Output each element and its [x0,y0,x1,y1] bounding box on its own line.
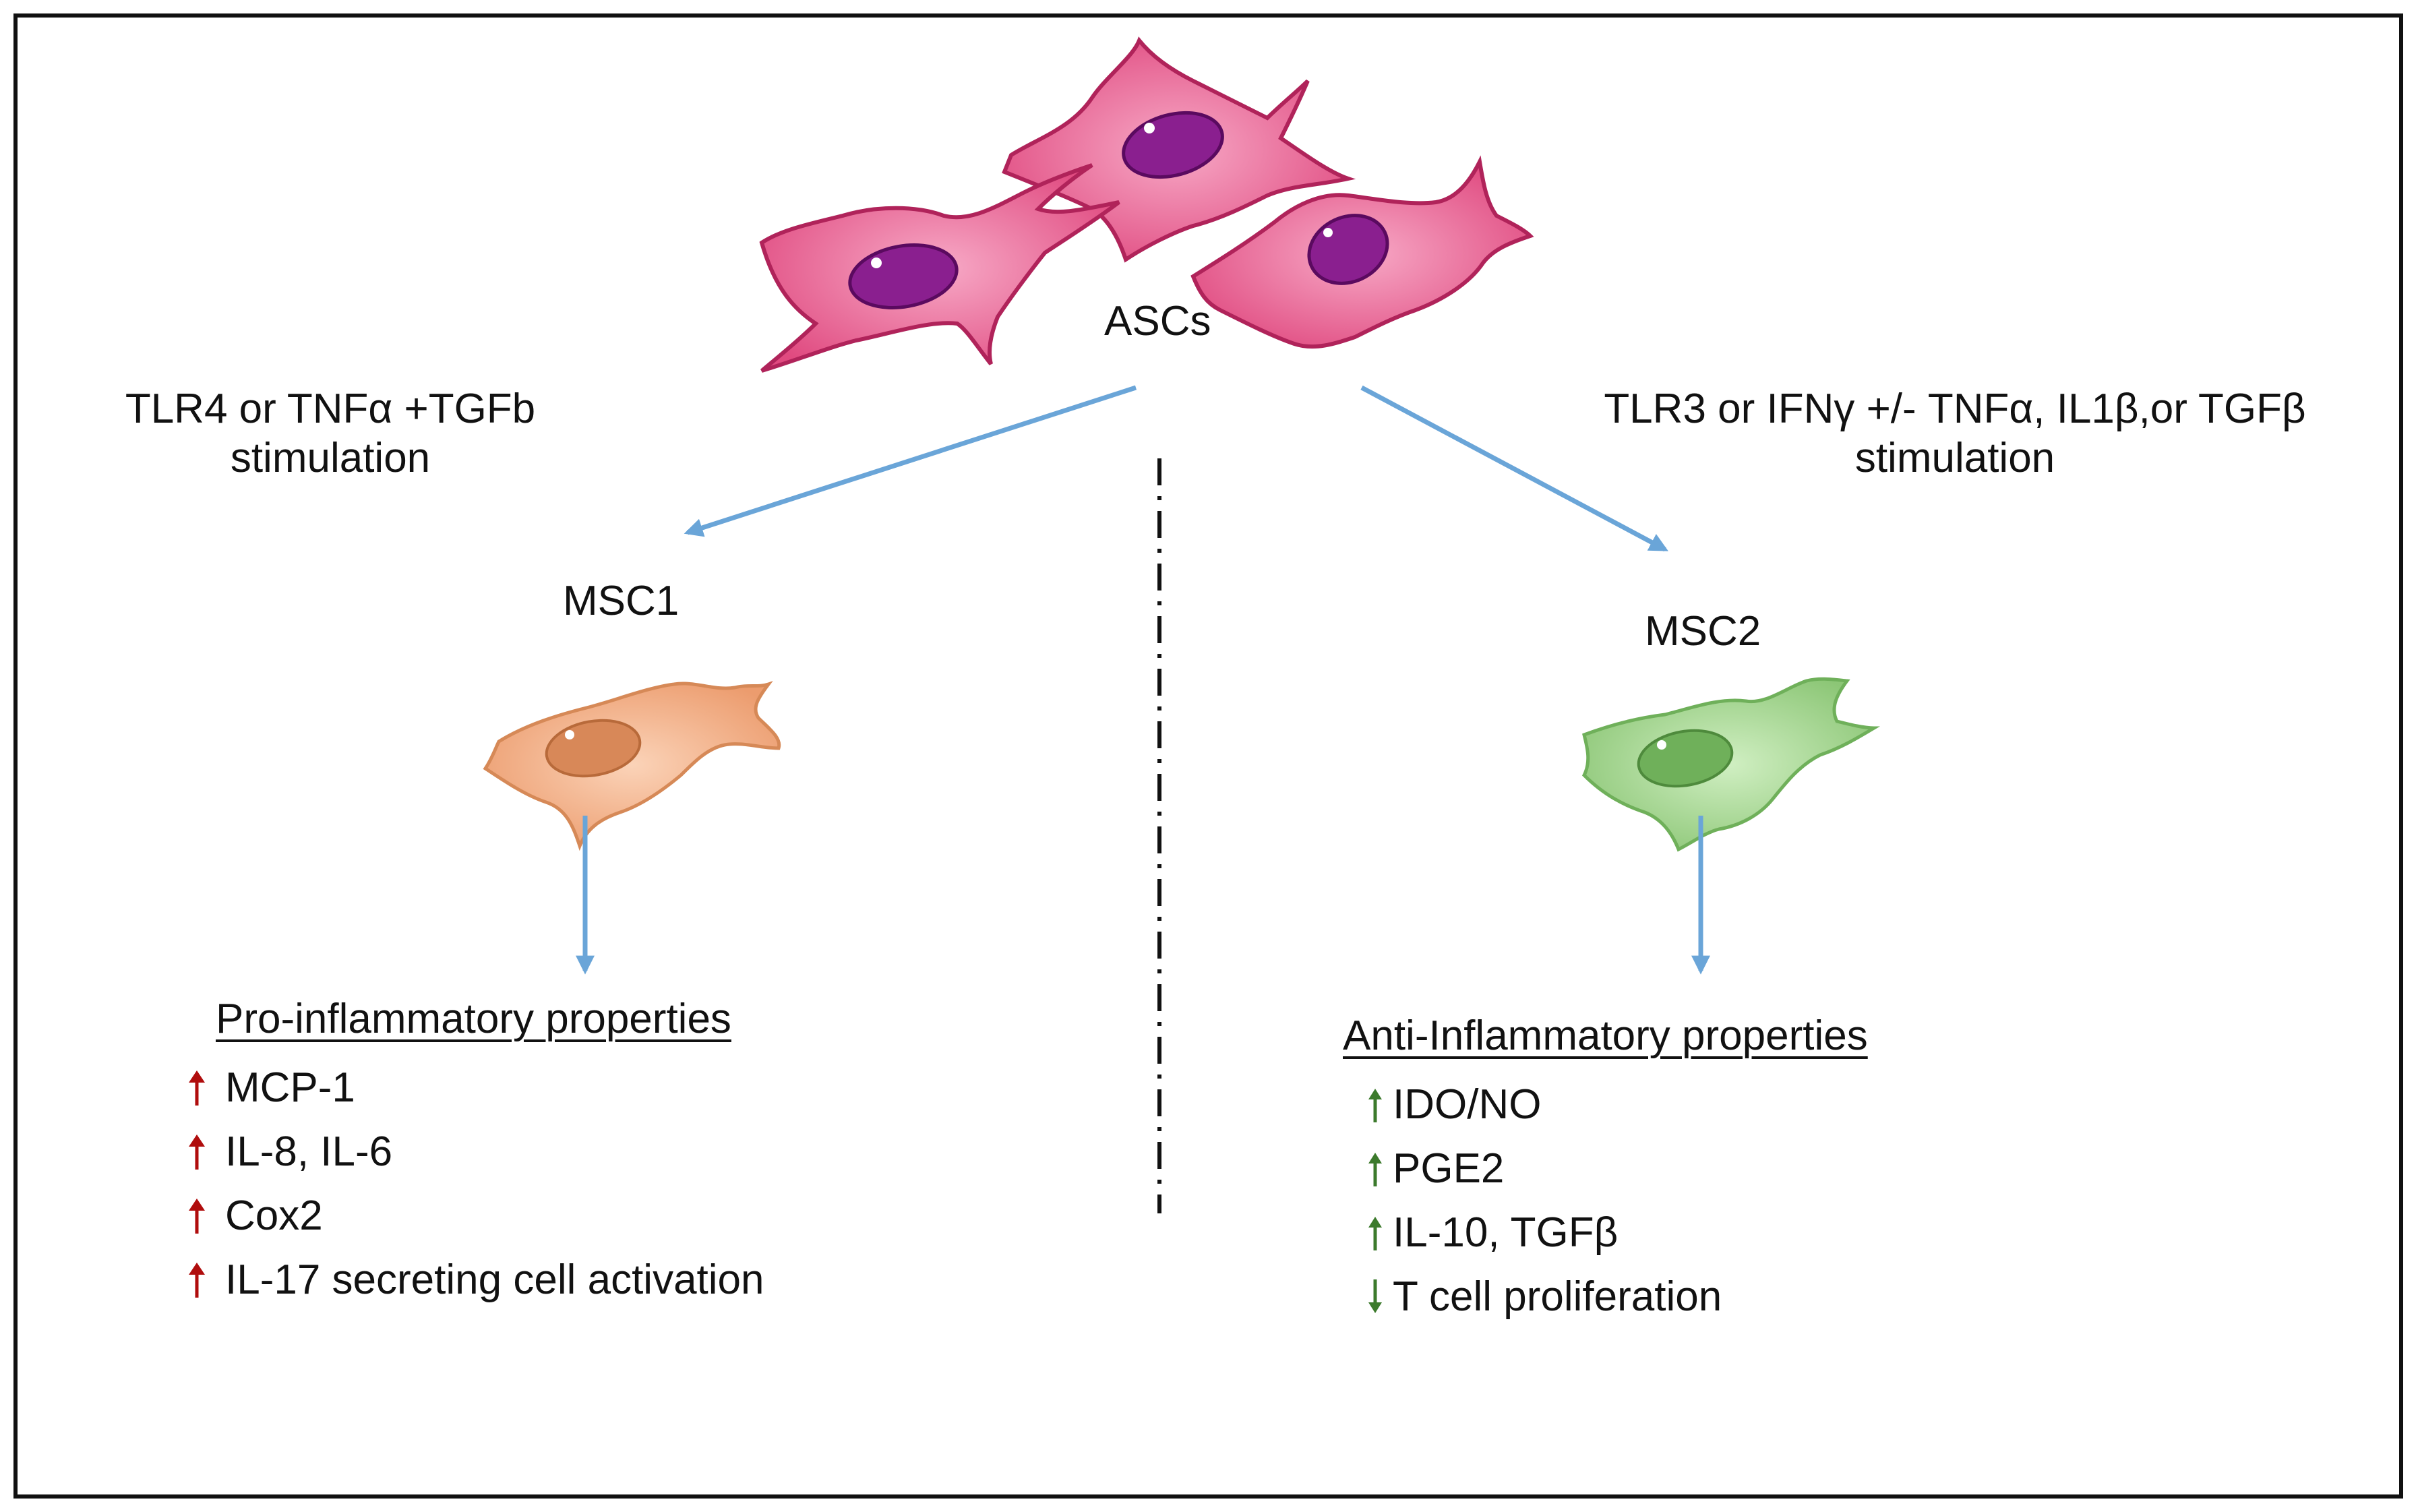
list-item-text: MCP-1 [225,1064,355,1111]
msc1-label: MSC1 [563,578,679,624]
arrow-up-icon [1362,1086,1389,1124]
list-item: T cell proliferation [1362,1273,1722,1321]
left-stimulus-line2: stimulation [230,435,431,482]
list-item: MCP-1 [183,1064,355,1112]
arrow-up-icon [183,1261,210,1299]
list-item-text: T cell proliferation [1393,1273,1722,1320]
list-item: IDO/NO [1362,1081,1541,1128]
arrow-up-icon [183,1197,210,1235]
list-item-text: Cox2 [225,1192,323,1239]
msc1-cell [483,681,781,851]
anti-inflammatory-heading: Anti-Inflammatory properties [1343,1012,1868,1059]
list-item: IL-8, IL-6 [183,1128,392,1176]
left-stimulus-line1: TLR4 or TNFα +TGFb [125,386,536,432]
list-item-text: PGE2 [1393,1145,1505,1192]
arrow-up-icon [1362,1214,1389,1252]
arrow-up-icon [183,1069,210,1107]
msc2-label: MSC2 [1645,608,1761,655]
figure-frame [13,13,2403,1499]
left-stimulus: TLR4 or TNFα +TGFb stimulation [88,384,573,483]
msc2-cell [1581,677,1881,852]
pro-inflammatory-heading: Pro-inflammatory properties [216,996,731,1042]
right-stimulus-line1: TLR3 or IFNγ +/- TNFα, IL1β,or TGFβ [1604,386,2306,432]
list-item: Cox2 [183,1192,323,1240]
list-item: PGE2 [1362,1145,1504,1192]
asc-cell-top [1002,36,1356,263]
arrow-up-icon [1362,1150,1389,1188]
asc-cell-right [1190,155,1534,349]
asc-label: ASCs [1104,298,1211,344]
list-item: IL-17 secreting cell activation [183,1256,764,1304]
flow-arrow-asc-to-msc1 [684,385,1137,537]
list-item-text: IL-8, IL-6 [225,1128,393,1175]
list-item-text: IDO/NO [1393,1081,1542,1128]
arrow-down-icon [1362,1278,1389,1316]
list-item-text: IL-17 secreting cell activation [225,1257,764,1303]
flow-arrow-asc-to-msc2 [1360,385,1668,552]
asc-cell-left [759,163,1120,373]
right-stimulus-line2: stimulation [1854,435,2055,482]
list-item-text: IL-10, TGFβ [1393,1209,1619,1256]
arrow-up-icon [183,1133,210,1171]
list-item: IL-10, TGFβ [1362,1209,1618,1257]
right-stimulus: TLR3 or IFNγ +/- TNFα, IL1β,or TGFβ stim… [1550,384,2359,483]
